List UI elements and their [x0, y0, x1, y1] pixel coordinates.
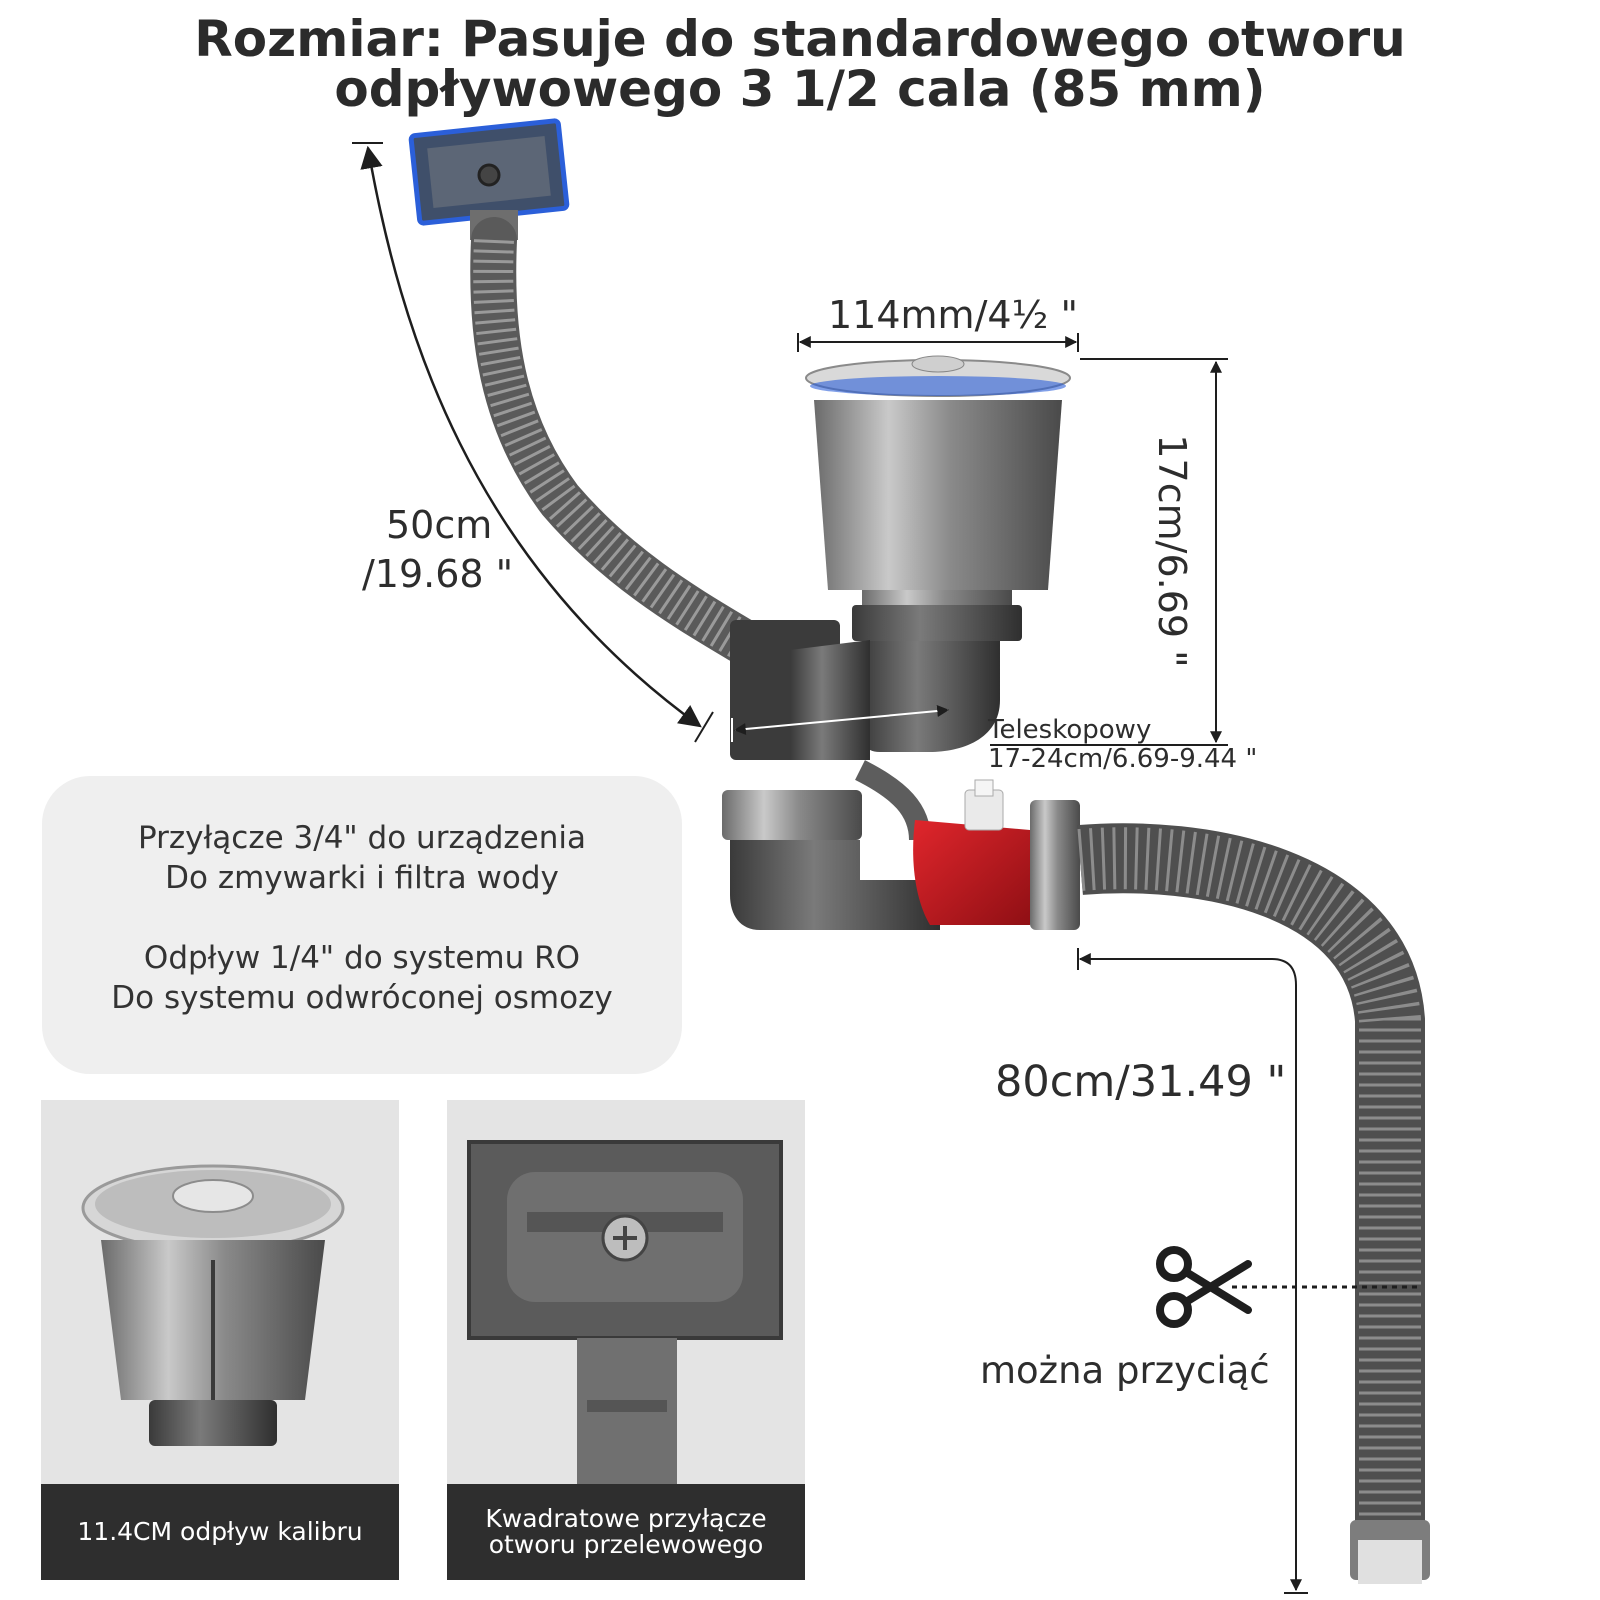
strainer-detail-image	[81, 1164, 345, 1446]
overflow-caption-line-2: otworu przelewowego	[488, 1530, 764, 1559]
strainer-caption: 11.4CM odpływ kalibru	[41, 1484, 399, 1580]
title-line-1: Rozmiar: Pasuje do standardowego otworu	[194, 10, 1406, 68]
drain-length-label: 80cm/31.49 "	[995, 1057, 1287, 1107]
info-line-4: Do systemu odwróconej osmozy	[111, 980, 613, 1016]
inner-connector-hose	[855, 760, 931, 841]
cut-label: można przyciąć	[980, 1349, 1270, 1392]
telescopic-range-label: 17-24cm/6.69-9.44 "	[988, 744, 1258, 774]
title-line-2: odpływowego 3 1/2 cala (85 mm)	[334, 60, 1266, 118]
overflow-caption: Kwadratowe przyłącze otworu przelewowego	[447, 1484, 805, 1580]
info-line-1: Przyłącze 3/4" do urządzenia	[137, 820, 586, 856]
strainer-basket	[805, 355, 1071, 752]
overflow-length-arrow	[360, 145, 702, 728]
appliance-connector	[913, 779, 1080, 930]
telescopic-dimension-line	[733, 705, 950, 735]
info-line-2: Do zmywarki i filtra wody	[165, 860, 559, 896]
height-dimension-label: 17cm/6.69 "	[1150, 434, 1194, 668]
strainer-detail-card: 11.4CM odpływ kalibru	[41, 1100, 399, 1580]
connection-info-box: Przyłącze 3/4" do urządzenia Do zmywarki…	[42, 776, 682, 1074]
info-line-3: Odpływ 1/4" do systemu RO	[143, 940, 581, 976]
overflow-length-label-1: 50cm	[386, 503, 493, 547]
drain-hose	[1077, 823, 1425, 1530]
overflow-hose	[470, 217, 763, 663]
page-title: Rozmiar: Pasuje do standardowego otworu …	[0, 14, 1600, 114]
overflow-length-label-2: /19.68 "	[362, 552, 514, 596]
overflow-detail-card: Kwadratowe przyłącze otworu przelewowego	[447, 1100, 805, 1580]
scissors-icon	[1156, 1246, 1252, 1328]
drain-length-arrow	[1078, 953, 1302, 1592]
overflow-detail-image	[467, 1140, 783, 1484]
overflow-caption-line-1: Kwadratowe przyłącze	[485, 1504, 767, 1533]
width-dimension-label: 114mm/4½ "	[828, 293, 1078, 337]
telescopic-label: Teleskopowy	[988, 715, 1152, 745]
